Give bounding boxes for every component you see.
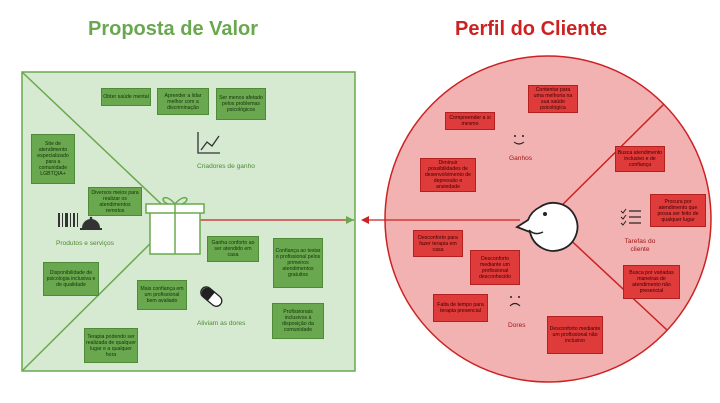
value-note: Ser menos afetado pelos problemas psicol…	[216, 88, 266, 120]
value-note: Ganha conforto ao ser atendido em casa	[207, 236, 259, 262]
arrow-head-right	[346, 216, 354, 224]
gift-icon	[145, 196, 205, 255]
gains-label: Ganhos	[509, 155, 533, 162]
value-note: Terapia podendo ser realizada de qualque…	[84, 328, 138, 363]
products-services-label: Produtos e serviços	[56, 240, 114, 247]
value-note: Disponibilidade de psicologia inclusiva …	[43, 262, 99, 296]
value-note: Diversos meios para realizar os atendime…	[88, 187, 142, 216]
value-note: Profissionais inclusivos à disposição da…	[272, 303, 324, 339]
customer-note: Procura por atendimento que possa ser fe…	[650, 194, 706, 227]
profile-divider-upper	[547, 103, 665, 220]
arrow-head-left	[361, 216, 369, 224]
value-note: Site de atendimento especializado para a…	[31, 134, 75, 184]
value-note: Confiança ao testar o profissional pelos…	[273, 238, 323, 288]
customer-note: Contentar para uma melhoria na sua saúde…	[528, 85, 578, 113]
value-note: Mais confiança em um profissional bem av…	[137, 280, 187, 310]
value-proposition-title: Proposta de Valor	[88, 18, 259, 40]
pains-label: Dores	[508, 322, 526, 329]
customer-profile-title: Perfil do Cliente	[455, 18, 608, 40]
customer-note: Compreender a si mesmo	[445, 112, 495, 130]
value-note: Aprender a lidar melhor com a discrimina…	[157, 88, 209, 115]
customer-note: Busca por variadas maneiras de atendimen…	[623, 265, 680, 299]
checklist-icon	[620, 208, 641, 226]
barcode-icon	[58, 213, 78, 227]
face-icon	[515, 202, 579, 252]
customer-note: Desconforto mediante um profissional des…	[470, 250, 520, 285]
frown-icon	[509, 296, 521, 307]
customer-note: Diminuir possibilidades de desenvolvimen…	[420, 158, 476, 192]
smiley-icon	[513, 135, 525, 145]
chart-icon	[197, 132, 220, 154]
value-map-divider-upper	[21, 71, 177, 219]
customer-note: Desconforto para fazer terapia em casa	[413, 230, 463, 257]
customer-note: Busca atendimento inclusivo e de confian…	[615, 146, 665, 172]
pill-icon	[200, 286, 223, 307]
service-bell-icon	[80, 216, 102, 230]
customer-jobs-label: Tarefas do cliente	[624, 238, 656, 253]
customer-note: Desconforto mediante um profissional não…	[547, 316, 603, 354]
value-note: Obter saúde mental	[101, 88, 151, 106]
pain-relievers-label: Aliviam as dores	[197, 320, 246, 327]
gain-creators-label: Criadores de ganho	[197, 163, 255, 170]
customer-note: Falta de tempo para terapia presencial	[433, 294, 488, 322]
